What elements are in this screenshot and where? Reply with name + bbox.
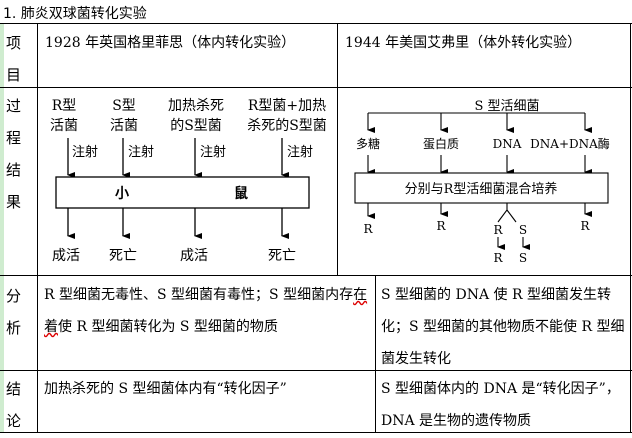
label-char: 目 [6, 66, 22, 84]
analysis-text: 使 R 型细菌转化为 S 型细菌的物质 [58, 319, 278, 335]
branch-line [506, 209, 517, 223]
label-char: 过 [6, 97, 22, 115]
component-label: 蛋白质 [423, 136, 459, 151]
label-char: 结 [6, 380, 22, 398]
label-char: 论 [6, 412, 22, 430]
avery-conclusion: S 型细菌体内的 DNA 是“转化因子”， DNA 是生物的遗传物质 [381, 373, 627, 437]
row-label-conclusion: 结论 [6, 373, 30, 437]
label-char: 项 [6, 34, 22, 52]
mouse-label: 小 [115, 186, 129, 202]
row-label-analysis: 分析 [6, 280, 30, 344]
avery-analysis: S 型细菌的 DNA 使 R 型细菌发生转化；S 型细菌的其他物质不能使 R 型… [381, 287, 625, 367]
table-border [0, 275, 632, 276]
inject-label: 注射 [72, 144, 98, 160]
row-label-item: 项目 [6, 27, 30, 91]
griffith-analysis: R 型细菌无毒性、S 型细菌有毒性；S 型细菌内存在着使 R 型细菌转化为 S … [44, 279, 372, 343]
input-label: 加热杀死 [168, 98, 224, 114]
label-char: 程 [6, 129, 22, 147]
table-border [37, 23, 38, 433]
result-label: S [519, 223, 527, 237]
source-label: S 型活细菌 [474, 99, 539, 114]
component-label: DNA [493, 137, 522, 151]
culture-label: 分别与R型活细菌混合培养 [405, 181, 558, 197]
input-label: S型 [112, 98, 136, 114]
input-label: 活菌 [50, 118, 78, 134]
result-label: R [493, 223, 503, 237]
inject-label: 注射 [200, 144, 226, 160]
mouse-box [55, 176, 310, 209]
component-label: DNA+DNA酶 [530, 136, 610, 151]
outcome-label: 成活 [52, 248, 80, 264]
label-char: 结 [6, 161, 22, 179]
mouse-label: 鼠 [234, 185, 248, 202]
result-label: R [493, 251, 503, 265]
avery-header: 1944 年美国艾弗里（体外转化实验） [345, 35, 582, 51]
griffith-conclusion: 加热杀死的 S 型细菌体内有“转化因子” [44, 381, 287, 397]
input-label: R型菌+加热 [248, 98, 326, 114]
table-border [0, 432, 632, 433]
avery-diagram: S 型活细菌 多糖 蛋白质 DNA DNA+DNA酶 分别与R型活细菌混合培养 … [354, 99, 610, 265]
table-border [0, 87, 632, 88]
outcome-label: 成活 [180, 248, 208, 264]
result-label: R [580, 219, 590, 233]
label-char: 分 [6, 287, 22, 305]
branch-line [497, 203, 508, 223]
margin-stripe [0, 23, 4, 433]
spellcheck-underlined-text: 在着 [44, 287, 368, 335]
griffith-diagram: R型 活菌 S型 活菌 加热杀死 的S型菌 R型菌+加热 杀死的S型菌 注射 注… [50, 98, 327, 264]
input-label: R型 [52, 98, 77, 114]
outcome-label: 死亡 [268, 248, 296, 264]
table-border [0, 23, 632, 24]
table-border [337, 23, 338, 275]
input-label: 的S型菌 [170, 118, 222, 134]
component-label: 多糖 [356, 136, 380, 151]
table-border [630, 23, 631, 433]
section-title: 1. 肺炎双球菌转化实验 [3, 6, 147, 22]
culture-box [354, 172, 609, 204]
result-label: S [519, 251, 527, 265]
input-label: 杀死的S型菌 [247, 118, 327, 134]
row-label-process: 过程结果 [6, 90, 30, 218]
griffith-header: 1928 年英国格里菲思（体内转化实验） [45, 35, 296, 51]
conclusion-line: S 型细菌体内的 DNA 是“转化因子”， [381, 381, 620, 397]
analysis-text: R 型细菌无毒性、S 型细菌有毒性；S 型细菌内存 [44, 287, 354, 303]
inject-label: 注射 [287, 144, 313, 160]
table-border [375, 275, 376, 433]
table-border [0, 370, 632, 371]
input-label: 活菌 [110, 118, 138, 134]
label-char: 果 [6, 193, 22, 211]
label-char: 析 [6, 319, 22, 337]
outcome-label: 死亡 [109, 248, 137, 264]
result-label: R [436, 219, 446, 233]
result-label: R [363, 222, 373, 236]
inject-label: 注射 [128, 144, 154, 160]
conclusion-line: DNA 是生物的遗传物质 [381, 413, 532, 429]
